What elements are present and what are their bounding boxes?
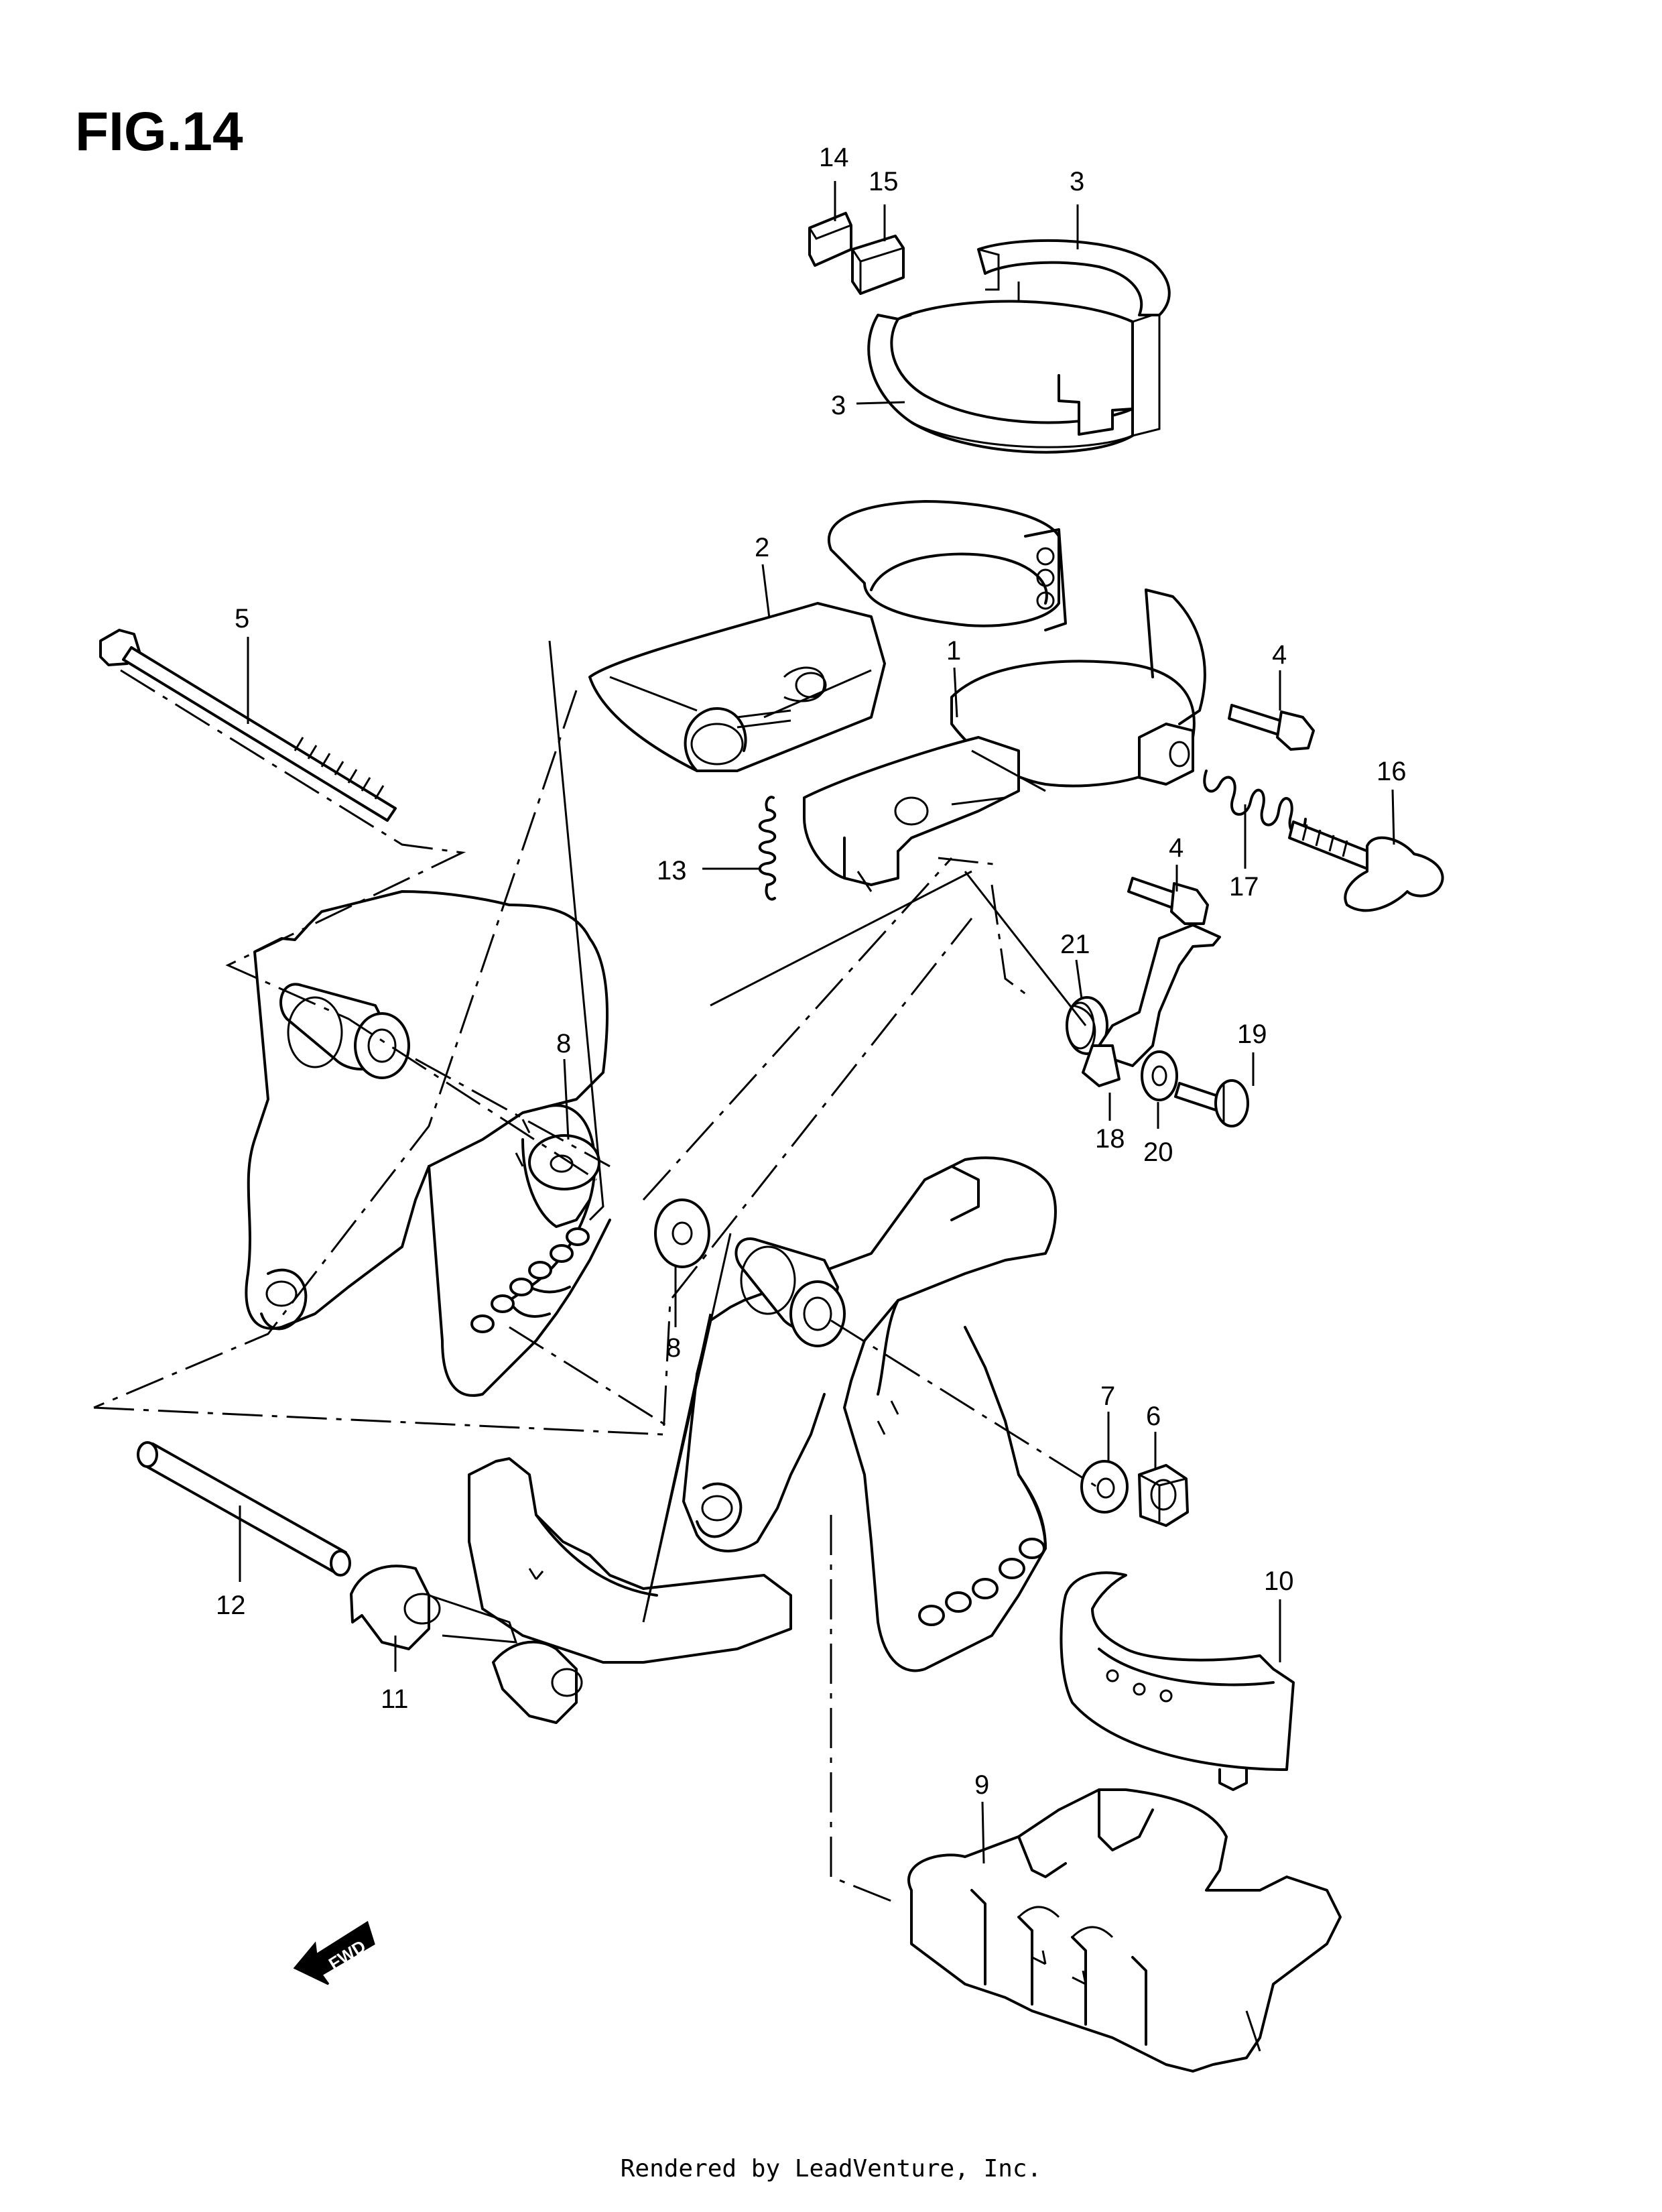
part-21-coil-spring[interactable] [1066,996,1108,1055]
part-3-liner-lower[interactable] [867,300,1161,454]
callout-8-upper: 8 [556,1029,571,1058]
callout-4-lower: 4 [1169,833,1184,863]
part-14-pad[interactable] [808,212,852,267]
callout-3-upper: 3 [1070,167,1084,196]
part-12-rod[interactable] [137,1441,351,1577]
callout-20: 20 [1143,1138,1173,1167]
part-5-through-bolt[interactable] [99,629,397,822]
part-18-tilt-lever[interactable] [1082,924,1221,1087]
assembly-lines [93,640,1100,1905]
part-6-nut[interactable] [1138,1464,1189,1527]
part-2-swivel-bracket[interactable] [588,500,1067,772]
part-17-spring[interactable] [1203,770,1307,835]
fwd-arrow-icon: FWD [293,1920,375,1985]
part-15-pad[interactable] [851,235,905,295]
callout-14: 14 [819,143,849,172]
callout-13: 13 [657,856,687,885]
callout-8-lower: 8 [666,1333,681,1363]
callout-9: 9 [974,1770,989,1800]
callout-2: 2 [755,533,769,562]
part-13-spring[interactable] [758,796,777,901]
callout-5: 5 [235,604,249,633]
callout-12: 12 [216,1591,246,1620]
callout-21: 21 [1060,930,1090,959]
part-11-pin-holder[interactable] [350,1457,792,1724]
part-20-washer[interactable] [1141,1050,1178,1101]
callout-16: 16 [1377,757,1407,786]
part-4-bolt-upper[interactable] [1228,704,1315,751]
part-19-bolt[interactable] [1174,1079,1249,1127]
part-7-washer[interactable] [1080,1460,1129,1514]
callout-3-lower: 3 [831,391,846,420]
part-8-washer-upper[interactable] [528,1134,600,1190]
figure-title: FIG.14 [75,101,243,162]
callout-18: 18 [1095,1124,1125,1154]
callout-6: 6 [1146,1402,1161,1431]
callout-17: 17 [1229,872,1259,902]
callout-1: 1 [946,636,961,666]
stern-bracket-left[interactable] [245,890,611,1397]
callouts: 14 15 3 3 2 5 1 4 16 17 4 13 21 19 18 20… [216,143,1407,1864]
callout-11: 11 [381,1684,409,1714]
part-1-clamp-bracket[interactable] [803,589,1206,886]
part-16-thumb-screw[interactable] [1288,820,1444,912]
callout-15: 15 [869,167,899,196]
callout-19: 19 [1237,1020,1267,1049]
stern-bracket-right[interactable] [682,1156,1057,1672]
part-10-lower-liner[interactable] [1060,1571,1295,1791]
callout-10: 10 [1264,1566,1294,1596]
callout-7: 7 [1100,1381,1115,1411]
part-8-washer-lower[interactable] [654,1199,710,1268]
part-4-bolt-lower[interactable] [1127,877,1209,925]
part-9-tilt-plate[interactable] [907,1788,1342,2073]
callout-4-upper: 4 [1272,640,1287,670]
render-credit: Rendered by LeadVenture, Inc. [620,2155,1042,2183]
